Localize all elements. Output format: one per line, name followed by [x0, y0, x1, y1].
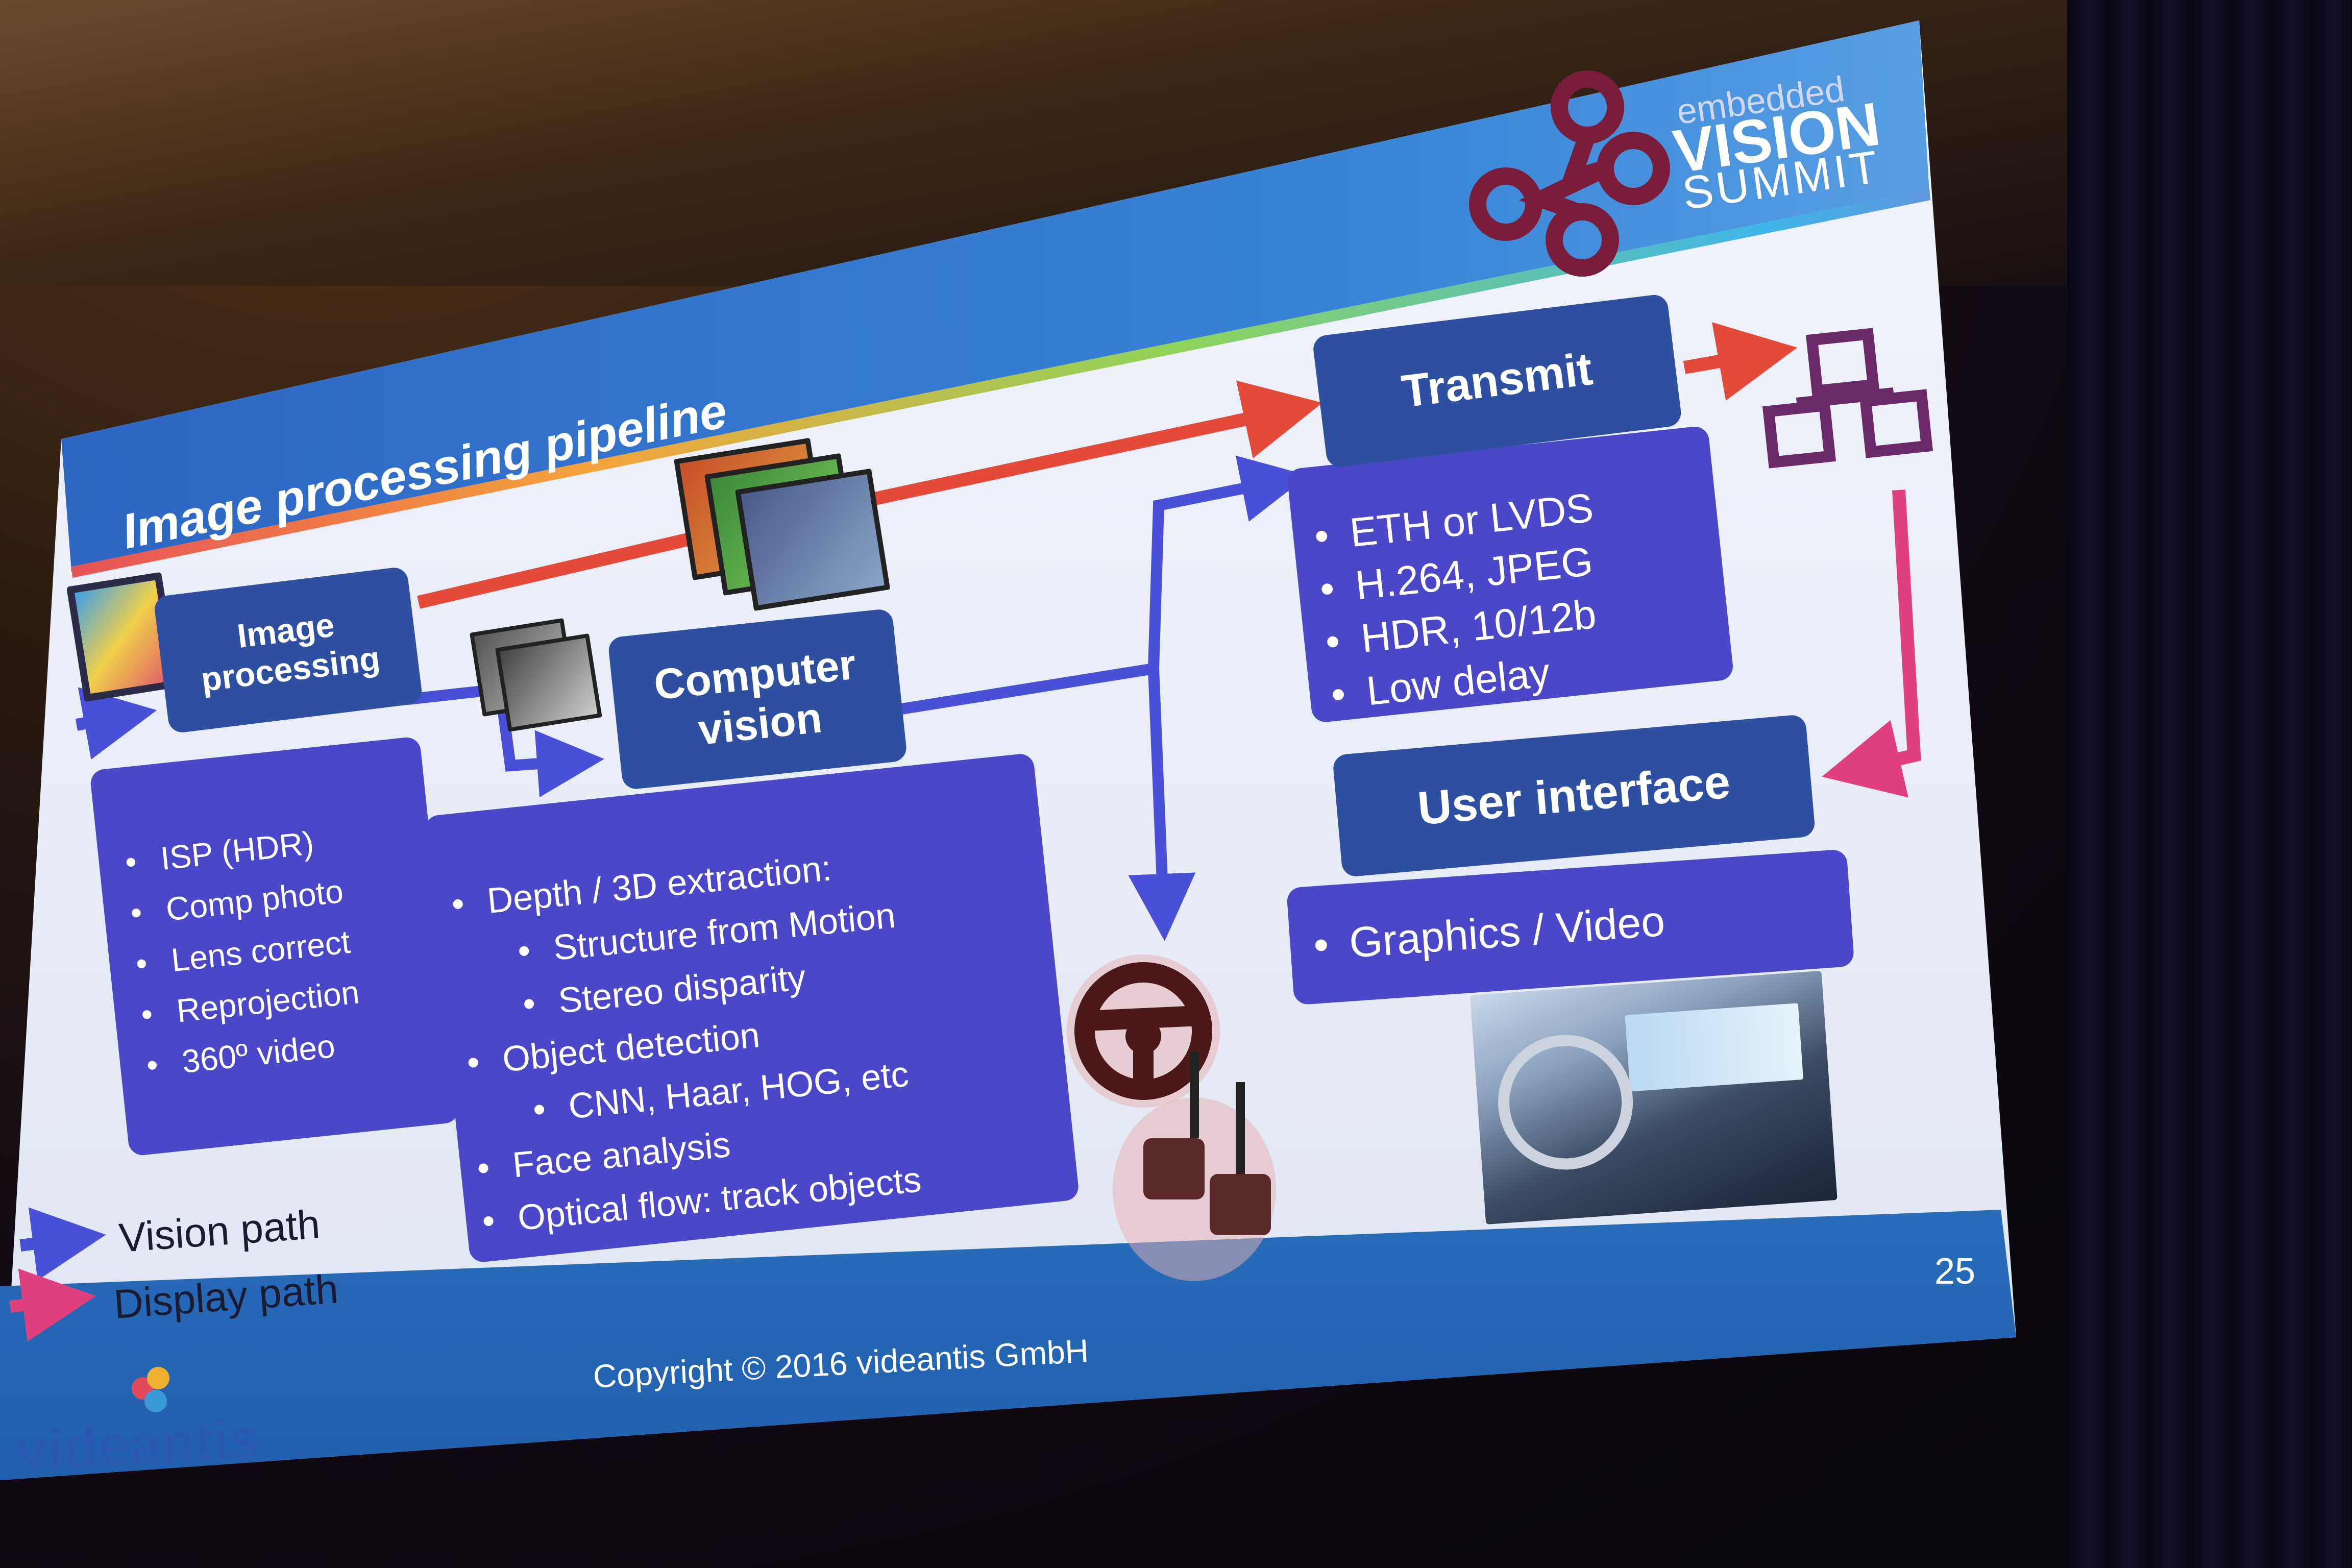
curtain: [2067, 0, 2352, 1568]
legend-display-arrow: [9, 1268, 96, 1342]
legend-vision-arrow: [19, 1207, 106, 1281]
split-to-control-arrow: [1128, 668, 1196, 941]
sensor-to-ip-arrow: [75, 687, 157, 760]
cv-to-split-arrow: [897, 663, 1155, 715]
transmit-to-network-arrow: [1683, 322, 1798, 401]
company-logo-text: videantis: [15, 1407, 262, 1483]
ip-to-cv-arrow: [407, 682, 604, 798]
page-number: 25: [1934, 1251, 1976, 1292]
split-to-transmit-arrow: [1148, 455, 1309, 669]
network-to-ui-arrow: [1822, 489, 1921, 798]
